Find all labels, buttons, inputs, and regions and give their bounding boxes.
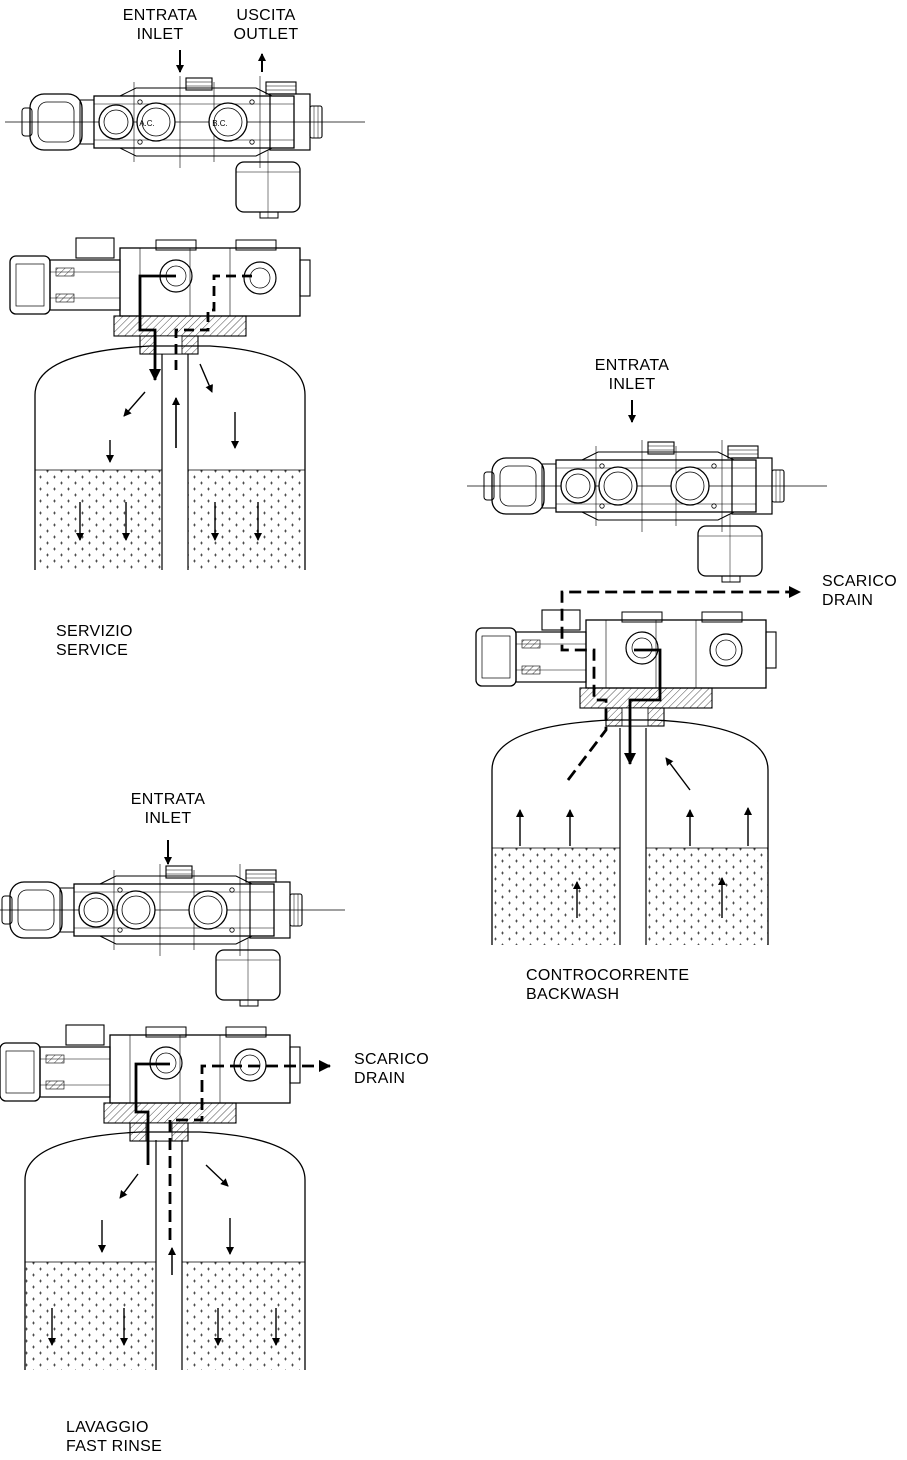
- caption-en: BACKWASH: [526, 986, 620, 1003]
- outlet-label-en: OUTLET: [233, 26, 299, 43]
- drain-label-it: SCARICO: [822, 573, 897, 590]
- backwash-inlet-label: ENTRATA INLET: [582, 356, 682, 394]
- backwash-drain-label: SCARICO DRAIN: [822, 572, 897, 610]
- drain-label-en: DRAIN: [354, 1070, 406, 1087]
- backwash-side-view: [475, 586, 801, 945]
- fast-rinse-drain-label: SCARICO DRAIN: [354, 1050, 429, 1088]
- inlet-label-en: INLET: [608, 376, 656, 393]
- fast-rinse-drain-path: [168, 1060, 331, 1240]
- outlet-label-it: USCITA: [236, 7, 296, 24]
- service-side-view: [9, 237, 311, 570]
- caption-it: LAVAGGIO: [66, 1419, 149, 1436]
- caption-it: CONTROCORRENTE: [526, 967, 690, 984]
- inlet-label-it: ENTRATA: [594, 357, 670, 374]
- fast-rinse-caption: LAVAGGIO FAST RINSE: [66, 1418, 162, 1456]
- service-flow-path: [138, 274, 176, 381]
- fast-rinse-flow-path: [134, 1062, 170, 1165]
- fast-rinse-top-view: [0, 840, 346, 1007]
- caption-en: SERVICE: [56, 642, 129, 659]
- inlet-label-it: ENTRATA: [130, 791, 206, 808]
- drain-label-en: DRAIN: [822, 592, 874, 609]
- port-a-label: A.C.: [139, 119, 155, 128]
- fast-rinse-side-view: [0, 1024, 331, 1370]
- caption-it: SERVIZIO: [56, 623, 133, 640]
- caption-en: FAST RINSE: [66, 1438, 163, 1455]
- drain-label-it: SCARICO: [354, 1051, 429, 1068]
- backwash-top-view: [466, 400, 828, 583]
- backwash-caption: CONTROCORRENTE BACKWASH: [526, 966, 689, 1004]
- backwash-drain-path: [560, 586, 801, 781]
- port-b-label: B.C.: [212, 119, 228, 128]
- service-outlet-label: USCITA OUTLET: [222, 6, 310, 44]
- fast-rinse-inlet-label: ENTRATA INLET: [118, 790, 218, 828]
- inlet-label-en: INLET: [144, 810, 192, 827]
- service-caption: SERVIZIO SERVICE: [56, 622, 133, 660]
- service-inlet-label: ENTRATA INLET: [110, 6, 210, 44]
- inlet-label-it: ENTRATA: [122, 7, 198, 24]
- service-return-path: [174, 274, 258, 370]
- inlet-label-en: INLET: [136, 26, 184, 43]
- backwash-flow-path: [624, 648, 662, 765]
- service-top-view: A.C. B.C.: [4, 50, 366, 219]
